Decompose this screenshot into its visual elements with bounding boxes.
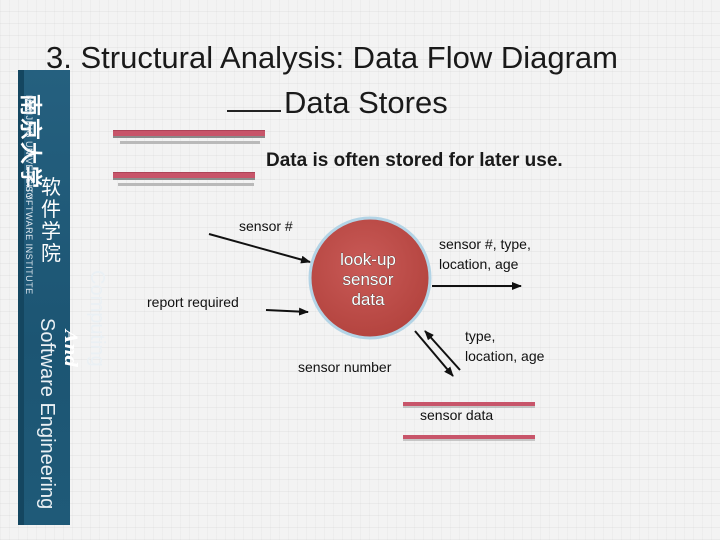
decor-line-top-4 — [118, 183, 254, 186]
flow-label-type-location-age: type,location, age — [465, 328, 545, 364]
decor-line-top-1 — [113, 131, 265, 136]
process-label-line: look-up — [340, 250, 396, 269]
data-store-label: sensor data — [420, 407, 494, 423]
flow-arrow-report-required — [265, 307, 309, 316]
flow-label-output: sensor #, type,location, age — [439, 236, 531, 272]
title-dash — [227, 110, 281, 112]
sidebar-edge — [18, 70, 24, 525]
slide-description: Data is often stored for later use. — [266, 150, 563, 171]
decor-line-top-2 — [120, 141, 260, 144]
sidebar-banner — [18, 70, 70, 525]
decor-line-top-3 — [113, 173, 255, 178]
process-label-line: sensor — [342, 270, 393, 289]
process-label-line: data — [351, 290, 385, 309]
flow-label-sensor-num: sensor # — [239, 218, 293, 234]
flow-arrow-to-store — [414, 330, 454, 377]
process-bubble — [308, 216, 432, 340]
slide-title: 3. Structural Analysis: Data Flow Diagra… — [46, 40, 618, 75]
flow-arrow-sensor-num — [208, 233, 311, 264]
flow-arrow-from-store — [424, 330, 461, 371]
flow-label-sensor-number: sensor number — [298, 359, 392, 375]
slide-subtitle-heading: Data Stores — [284, 85, 448, 120]
school-name-cn: 软件学院 — [41, 175, 61, 265]
flow-label-report-required: report required — [147, 294, 239, 310]
